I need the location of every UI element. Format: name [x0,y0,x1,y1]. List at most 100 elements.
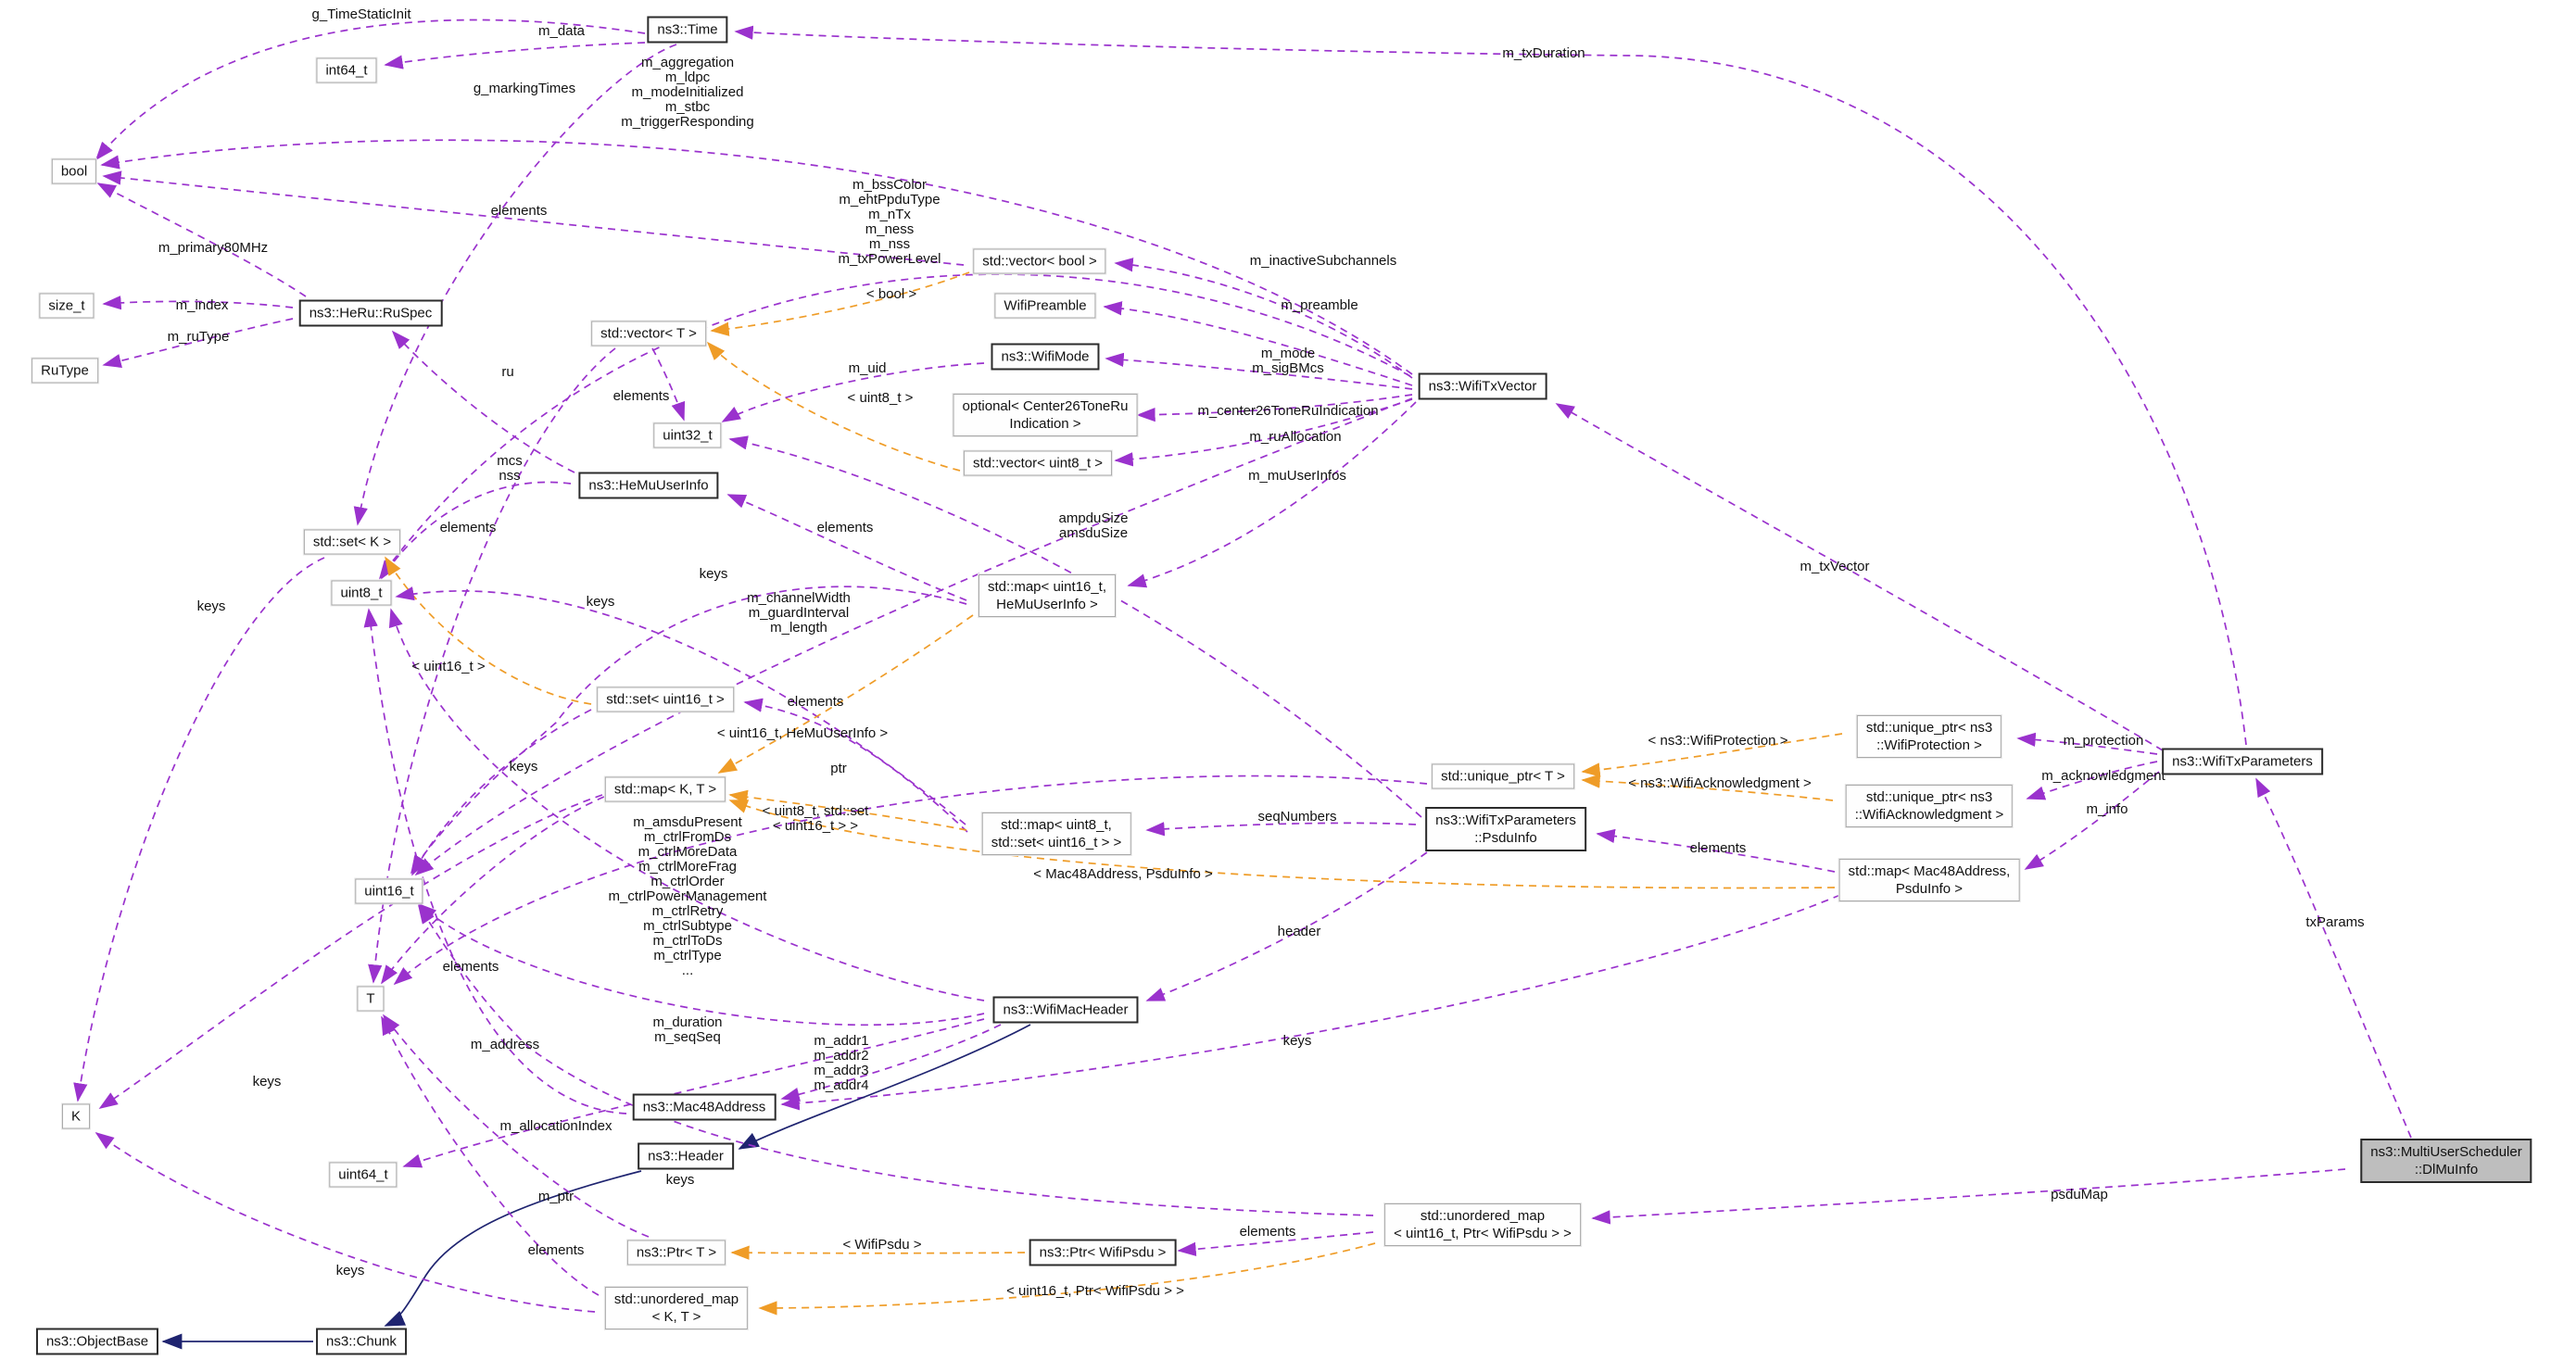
node-size-t[interactable]: size_t [39,293,95,319]
node-chunk[interactable]: ns3::Chunk [316,1328,407,1355]
node-objbase[interactable]: ns3::ObjectBase [35,1328,159,1355]
node-vec-u8[interactable]: std::vector< uint8_t > [963,450,1113,476]
node-uint64[interactable]: uint64_t [329,1162,398,1188]
edge-g-timestaticinit-0 [95,19,646,161]
edge-ns3-wifiprotection-36 [1581,733,1843,777]
node-int64[interactable]: int64_t [316,57,377,83]
edge-m-txduration-3 [734,25,2247,746]
edge-inheritance-46 [738,1024,1031,1150]
edge-uint16-t-hemuuserinfo-29 [717,614,974,774]
node-map-u16-hemu[interactable]: std::map< uint16_t, HeMuUserInfo > [979,574,1116,617]
edge-keys-64 [411,709,592,876]
node-psduinfo[interactable]: ns3::WifiTxParameters ::PsduInfo [1425,807,1586,851]
node-umap-psdu[interactable]: std::unordered_map < uint16_t, Ptr< Wifi… [1384,1203,1581,1246]
edge-elements-55 [381,1015,600,1296]
edge-m-aggregation-4 [100,139,1413,375]
edge-m-primary80mhz-22 [96,183,307,297]
edge-ampdusize-16 [728,435,1422,818]
node-preamble[interactable]: WifiPreamble [994,293,1096,319]
edge-elements-57 [1177,1231,1374,1257]
edge-g-markingtimes-2 [353,44,677,526]
edge-seqnumbers-32 [1145,822,1417,837]
edge-ru-18 [391,330,575,473]
node-uptr-prot[interactable]: std::unique_ptr< ns3 ::WifiProtection > [1856,715,2002,758]
edge-m-channelwidth-63 [414,397,1413,876]
edge-m-inactivesubchannels-7 [1114,258,1413,379]
node-uint8[interactable]: uint8_t [331,580,392,606]
node-txparams[interactable]: ns3::WifiTxParameters [2162,748,2323,775]
node-k[interactable]: K [61,1103,91,1129]
edge-m-txvector-41 [1555,403,2164,751]
edge-uint16-t-ptr-wifipsdu-59 [758,1242,1376,1316]
edge-uint16-t-26 [385,556,592,705]
edge-keys-53 [98,794,603,1109]
edge-m-info-40 [2024,771,2160,870]
node-set-k[interactable]: std::set< K > [303,529,401,555]
node-uint32[interactable]: uint32_t [653,422,722,448]
edge-m-address-49 [363,608,627,1114]
edge-m-index-20 [102,296,294,310]
node-uptr-ack[interactable]: std::unique_ptr< ns3 ::WifiAcknowledgmen… [1845,785,2014,827]
node-dlmuinfo[interactable]: ns3::MultiUserScheduler ::DlMuInfo [2360,1139,2532,1183]
node-header[interactable]: ns3::Header [638,1142,734,1170]
edge-m-rutype-21 [102,318,294,369]
node-mac48[interactable]: ns3::Mac48Address [632,1093,777,1121]
node-uint16[interactable]: uint16_t [355,878,423,904]
node-map-mac[interactable]: std::map< Mac48Address, PsduInfo > [1838,859,2020,901]
node-vec-t[interactable]: std::vector< T > [591,321,706,346]
node-map-u8-set[interactable]: std::map< uint8_t, std::set< uint16_t > … [981,812,1131,855]
node-umap-kt[interactable]: std::unordered_map < K, T > [604,1287,749,1329]
edge-keys-35 [780,894,1841,1111]
edge-uint8-t-14 [706,341,961,472]
edge-elements-34 [1596,828,1836,873]
edge-elements-17 [651,347,686,422]
node-ruspec[interactable]: ns3::HeRu::RuSpec [298,299,443,327]
edge-bool-8 [710,271,970,336]
node-vec-bool[interactable]: std::vector< bool > [973,248,1106,274]
edge-m-mode-10 [1105,352,1413,390]
edge-keys-54 [95,1131,596,1313]
node-rutype[interactable]: RuType [32,358,98,384]
edge-txparams-60 [2255,777,2412,1139]
edge-m-protection-38 [2016,732,2158,755]
edge-m-addr1-45 [780,1024,1002,1102]
edge-mcs-19 [381,481,572,580]
edge-m-ruallocation-12 [1114,398,1413,467]
edge-m-preamble-9 [1103,301,1413,386]
node-macheader[interactable]: ns3::WifiMacHeader [992,996,1139,1024]
edge-mac48address-psduinfo-31 [728,800,1836,889]
edge-keys-56 [418,904,1374,1216]
node-hemu[interactable]: ns3::HeMuUserInfo [578,472,719,499]
edge-m-center26toneruindication-11 [1136,394,1413,422]
edge-m-bsscolor-5 [378,273,1411,580]
edge-m-ptr-51 [382,1014,650,1238]
node-t[interactable]: T [357,986,385,1012]
edge-elements-6 [102,170,965,266]
edge-m-uid-15 [721,362,985,422]
edge-m-muuserinfos-13 [1127,401,1417,588]
edge-m-amsdupresent-43 [388,608,985,1001]
node-set-u16[interactable]: std::set< uint16_t > [597,686,734,712]
node-ptr-t[interactable]: ns3::Ptr< T > [626,1240,726,1266]
edge-ns3-wifiacknowledgment-37 [1581,774,1834,801]
node-time[interactable]: ns3::Time [647,16,728,44]
edge-elements-52 [381,796,605,985]
edge-elements-28 [743,698,968,833]
edge-ptr-42 [393,774,1428,986]
edge-keys-24 [410,586,967,875]
edge-elements-62 [368,347,616,984]
edge-psdumap-61 [1591,1168,2346,1225]
node-optional[interactable]: optional< Center26ToneRu Indication > [953,394,1138,436]
edge-inheritance-47 [384,1170,642,1327]
node-wifimode[interactable]: ns3::WifiMode [991,343,1100,371]
node-uptr-t[interactable]: std::unique_ptr< T > [1432,763,1574,789]
node-ptr-psdu[interactable]: ns3::Ptr< WifiPsdu > [1029,1239,1177,1266]
node-bool[interactable]: bool [51,158,97,184]
edge-uint8-t-std-set-30 [728,789,967,831]
node-map-kt[interactable]: std::map< K, T > [604,776,726,802]
edge-header-33 [1145,851,1428,1001]
edge-keys-25 [73,557,325,1102]
node-txvector[interactable]: ns3::WifiTxVector [1418,372,1547,400]
